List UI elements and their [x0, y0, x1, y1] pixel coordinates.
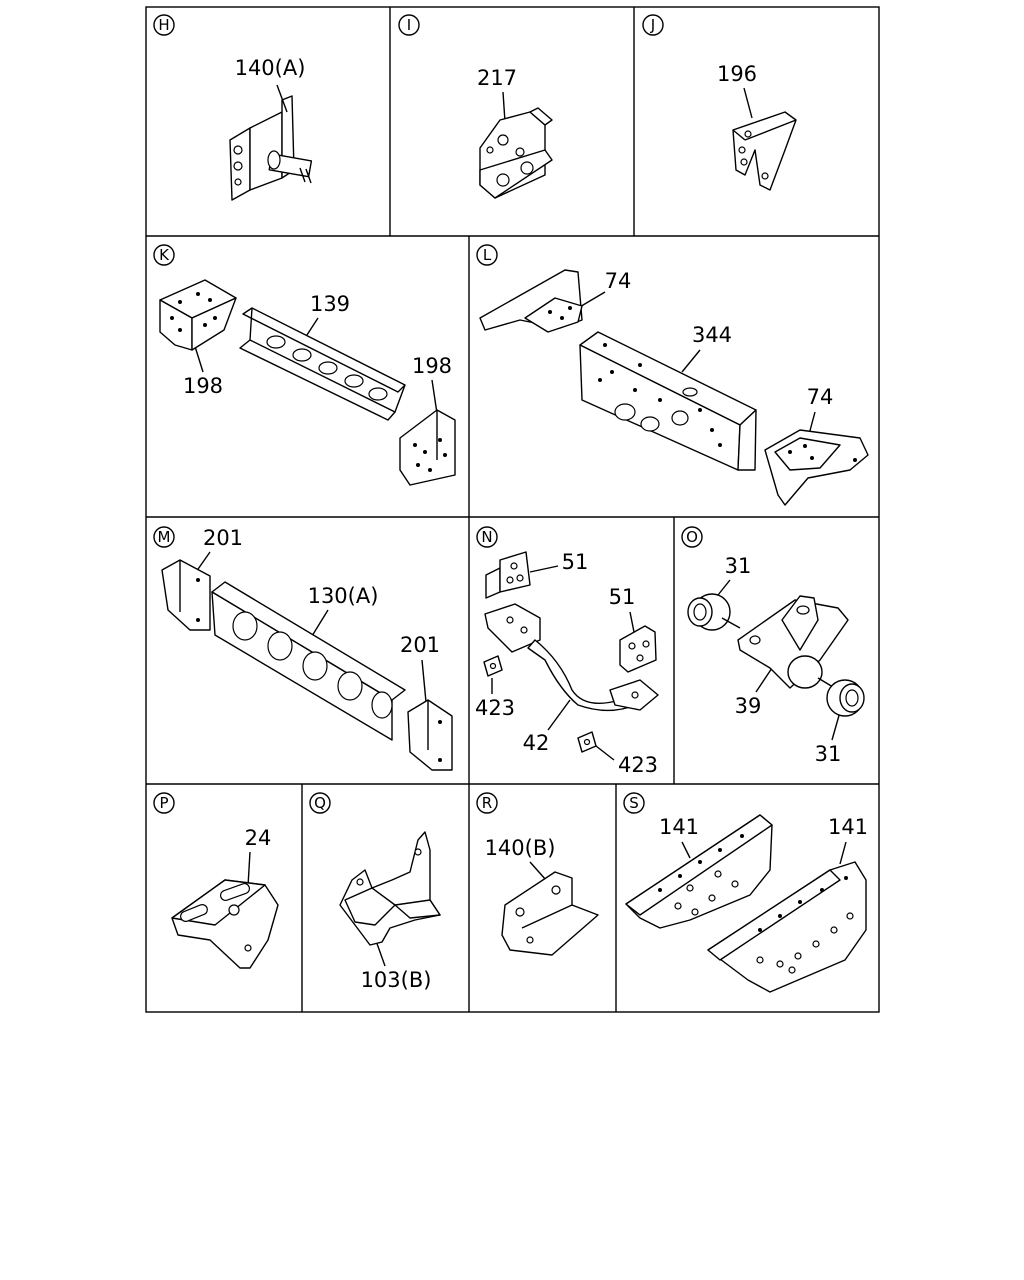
part-label-140b: 140(B) — [485, 836, 556, 860]
part-label-24: 24 — [245, 826, 272, 850]
part-201-top-bracket — [161, 559, 211, 631]
part-label-423-right: 423 — [618, 753, 658, 777]
part-31-bottom-bushing — [817, 677, 865, 717]
panel-letter-k: K — [159, 246, 170, 264]
part-39-bracket — [737, 595, 849, 689]
part-label-196: 196 — [717, 62, 757, 86]
part-label-51-right: 51 — [609, 585, 636, 609]
part-196-bracket — [732, 111, 797, 191]
part-31-top-bushing — [687, 593, 741, 631]
part-140b-bracket — [501, 871, 599, 956]
panel-r: R 140(B) — [476, 792, 599, 956]
panel-j: J 196 — [642, 14, 797, 191]
part-label-198-right: 198 — [412, 354, 452, 378]
part-201-bottom-bracket — [407, 699, 453, 771]
panel-letter-q: Q — [314, 794, 326, 812]
part-label-141-right: 141 — [828, 815, 868, 839]
panel-k: K 139 198 198 — [153, 244, 456, 486]
part-130a-crossmember — [211, 581, 406, 741]
part-423-right-washer — [577, 731, 597, 753]
part-423-left-washer — [483, 655, 503, 677]
panel-q: Q 103(B) — [309, 792, 441, 992]
panel-letter-s: S — [629, 794, 639, 812]
panel-letter-r: R — [482, 794, 492, 812]
panel-letter-o: O — [686, 528, 698, 546]
panel-letter-n: N — [481, 528, 492, 546]
panel-p: P 24 — [153, 792, 279, 969]
part-label-140a: 140(A) — [235, 56, 306, 80]
panel-o: O 31 39 31 — [681, 526, 865, 766]
part-label-74-bottom: 74 — [807, 385, 834, 409]
panel-letter-l: L — [483, 246, 492, 264]
panel-letter-j: J — [650, 16, 655, 34]
panel-letter-m: M — [158, 528, 171, 546]
part-51-right-bracket — [619, 625, 657, 673]
part-label-31-top: 31 — [725, 554, 752, 578]
part-label-51-top: 51 — [562, 550, 589, 574]
panel-letter-p: P — [159, 794, 168, 812]
part-label-217: 217 — [477, 66, 517, 90]
part-217-bracket — [479, 107, 553, 199]
part-139-crossmember — [239, 307, 406, 421]
part-label-139: 139 — [310, 292, 350, 316]
part-label-423-left: 423 — [475, 696, 515, 720]
panel-l: L 74 344 74 — [476, 244, 869, 506]
part-141-left-bracket — [625, 814, 773, 929]
panel-n: N 51 51 423 42 423 — [475, 526, 659, 777]
panel-grid — [145, 6, 880, 1013]
part-label-31-bottom: 31 — [815, 742, 842, 766]
part-24-bracket — [171, 879, 279, 969]
part-label-39: 39 — [735, 694, 762, 718]
part-141-right-bracket — [707, 861, 867, 993]
part-74-bottom-bracket — [764, 429, 869, 506]
part-label-344: 344 — [692, 323, 732, 347]
panel-m: M 201 130(A) 201 — [153, 526, 453, 771]
part-140a-bracket — [229, 84, 313, 201]
part-label-141-left: 141 — [659, 815, 699, 839]
panel-h: H 140(A) — [153, 14, 313, 201]
part-198-right-bracket — [399, 409, 456, 486]
panel-letter-h: H — [158, 16, 169, 34]
part-74-top-bracket — [479, 269, 583, 333]
part-label-201-bottom: 201 — [400, 633, 440, 657]
part-label-198-left: 198 — [183, 374, 223, 398]
panel-i: I 217 — [398, 14, 553, 199]
part-label-130a: 130(A) — [308, 584, 379, 608]
part-label-201-top: 201 — [203, 526, 243, 550]
panel-letter-i: I — [407, 16, 411, 34]
part-198-left-bracket — [159, 279, 237, 351]
part-344-crossmember — [579, 331, 757, 471]
panel-s: S 141 141 — [623, 792, 868, 993]
part-42-hanger — [484, 603, 659, 712]
part-label-103b: 103(B) — [361, 968, 432, 992]
part-label-42: 42 — [523, 731, 550, 755]
part-103b-bracket — [339, 831, 441, 946]
part-label-74-top: 74 — [605, 269, 632, 293]
part-51-top-bracket — [485, 551, 531, 599]
